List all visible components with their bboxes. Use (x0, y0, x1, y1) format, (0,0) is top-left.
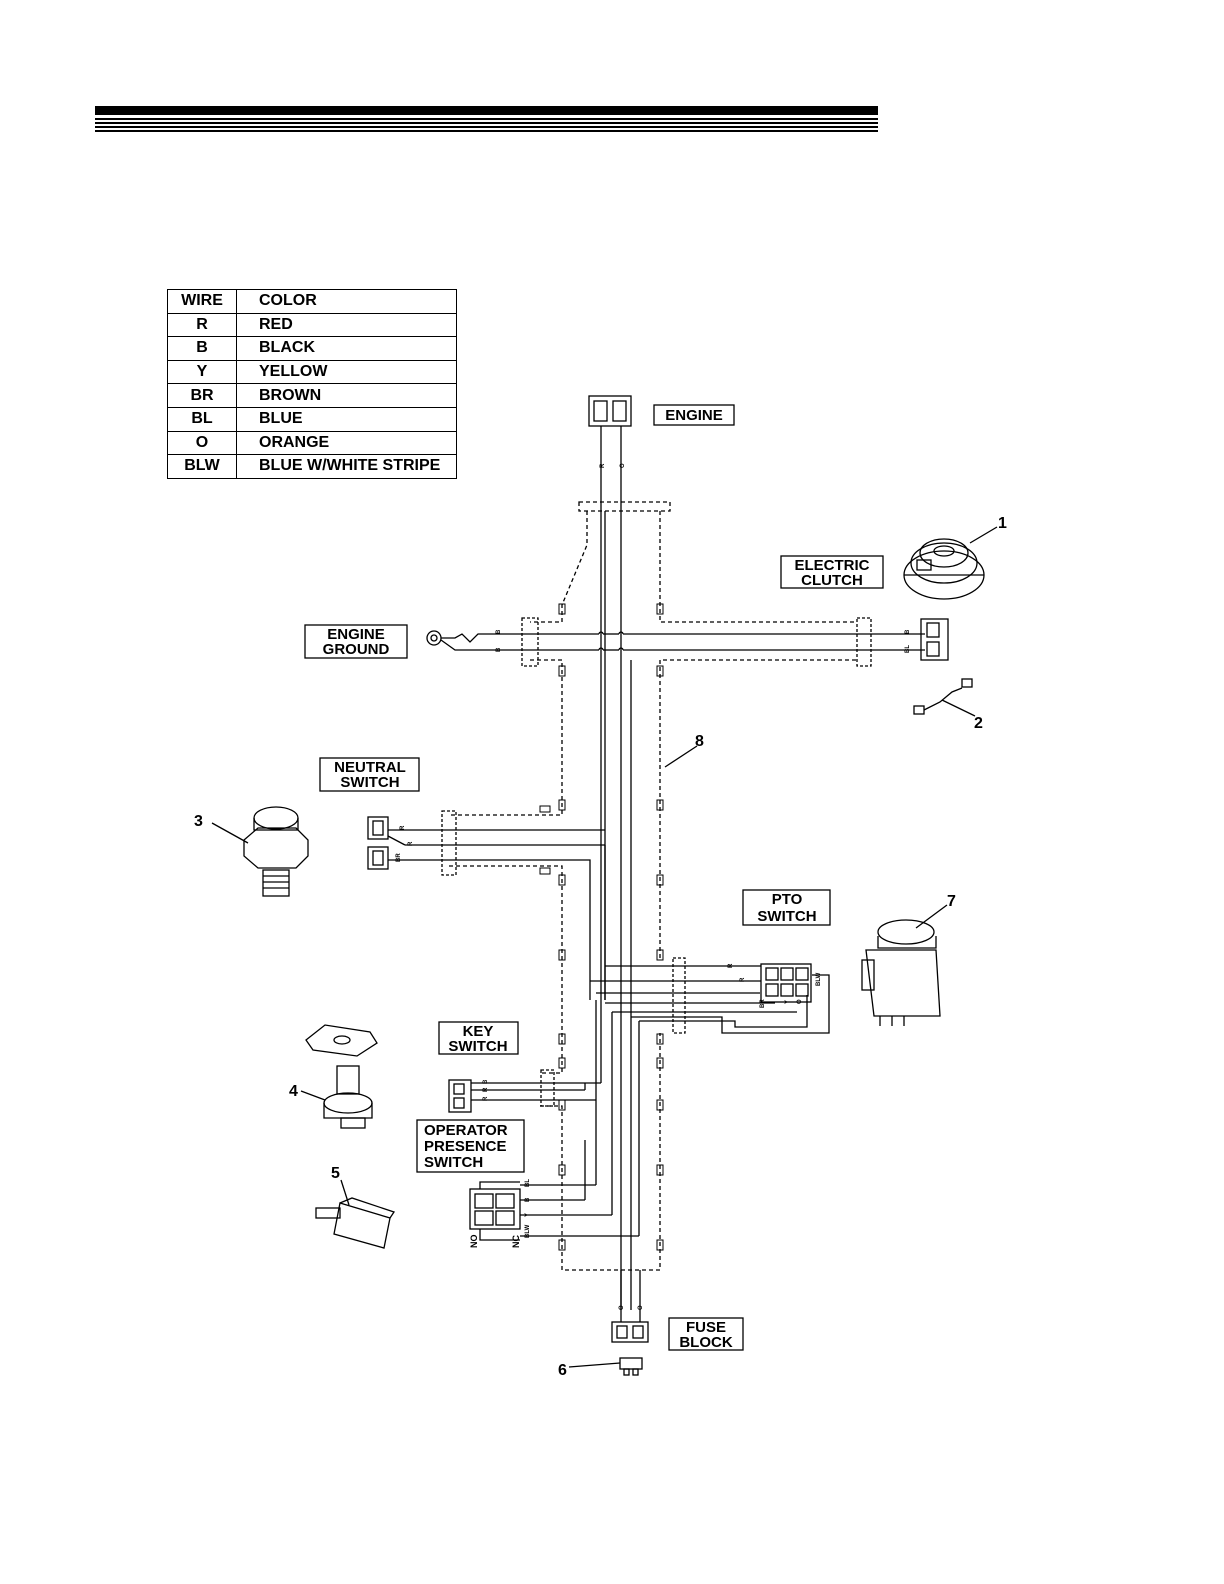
wire-label-engine-o: O (620, 463, 626, 468)
wire-label-clutch-bl: BL (905, 645, 911, 653)
pto-switch-label-line1: PTO (772, 891, 803, 908)
wire-label-key-r1: R (483, 1087, 489, 1092)
harness-outline-bottom (540, 1033, 660, 1270)
neutral-switch-illustration (244, 807, 308, 896)
wire-label-pto-r1: R (728, 963, 734, 968)
neutral-switch-label-line2: SWITCH (340, 774, 399, 791)
callout-8: 8 (695, 733, 704, 750)
electric-clutch-illustration (904, 539, 984, 599)
harness-outline (449, 502, 857, 1270)
harness-top-sleeve (579, 502, 670, 511)
callout-4: 4 (289, 1083, 298, 1100)
wire-label-pto-y: Y (785, 1000, 791, 1004)
key-switch-illustration (306, 1025, 377, 1128)
key-switch-wiring (449, 1000, 601, 1112)
wire-label-ground-b2: B (496, 647, 502, 652)
harness-outline-left-mid (449, 660, 562, 815)
operator-switch-illustration (316, 1198, 394, 1248)
wire-label-key-r2: R (483, 1096, 489, 1101)
wire-label-ops-b: B (525, 1197, 531, 1202)
callout-3-leader (212, 823, 248, 843)
callout-7: 7 (947, 893, 956, 910)
callout-7-leader (916, 905, 947, 928)
wire-label-ops-bl: BL (525, 1179, 531, 1187)
wire-label-clutch-b: B (905, 629, 911, 634)
wire-label-neutral-br: BR (396, 853, 402, 862)
callout-6-leader (569, 1363, 620, 1367)
ops-terminal-no: NO (469, 1235, 479, 1249)
pto-switch-wiring (590, 958, 829, 1033)
wire-label-ops-y: Y (525, 1213, 531, 1217)
pto-switch-label-line2: SWITCH (757, 908, 816, 925)
callout-8-leader (665, 746, 697, 767)
wire-label-pto-r2: R (740, 977, 746, 982)
callout-5: 5 (331, 1165, 340, 1182)
pto-switch-illustration (862, 920, 940, 1026)
wire-label-neutral-r1: R (400, 825, 406, 830)
wire-label-ops-blw: BLW (525, 1224, 531, 1238)
callout-2-leader (942, 700, 975, 716)
operator-presence-label-line1: OPERATOR (424, 1122, 508, 1139)
callout-6: 6 (558, 1362, 567, 1379)
callout-2: 2 (974, 715, 983, 732)
neutral-switch-wiring (368, 811, 605, 1000)
wire-label-fuse-o2: O (638, 1305, 644, 1310)
wire-label-ground-b1: B (496, 629, 502, 634)
engine-label: ENGINE (665, 407, 723, 424)
wire-label-pto-o: O (797, 999, 803, 1004)
callout-1-leader (970, 527, 997, 543)
fuse-block-connector (612, 1270, 648, 1375)
engine-ground-label-line2: GROUND (323, 641, 390, 658)
wire-label-pto-blw: BLW (816, 972, 822, 986)
operator-presence-label-line3: SWITCH (424, 1154, 483, 1171)
wire-label-engine-r: R (600, 463, 606, 468)
clutch-connector (921, 619, 948, 660)
wire-label-neutral-r2: R (408, 841, 414, 846)
key-switch-label-line2: SWITCH (448, 1038, 507, 1055)
engine-connector (589, 396, 631, 440)
callout-1: 1 (998, 515, 1007, 532)
callout-3: 3 (194, 813, 203, 830)
operator-presence-label-line2: PRESENCE (424, 1138, 507, 1155)
wire-label-pto-br: BR (760, 999, 766, 1008)
fuse-block-label-line2: BLOCK (679, 1334, 732, 1351)
wire-label-fuse-o1: O (619, 1305, 625, 1310)
wire-label-key-b: B (483, 1079, 489, 1084)
clutch-harness-illustration (914, 679, 972, 714)
callout-4-leader (301, 1091, 325, 1100)
ground-clutch-wires (427, 618, 925, 666)
electric-clutch-label-line2: CLUTCH (801, 572, 863, 589)
ops-terminal-nc: NC (511, 1235, 521, 1248)
